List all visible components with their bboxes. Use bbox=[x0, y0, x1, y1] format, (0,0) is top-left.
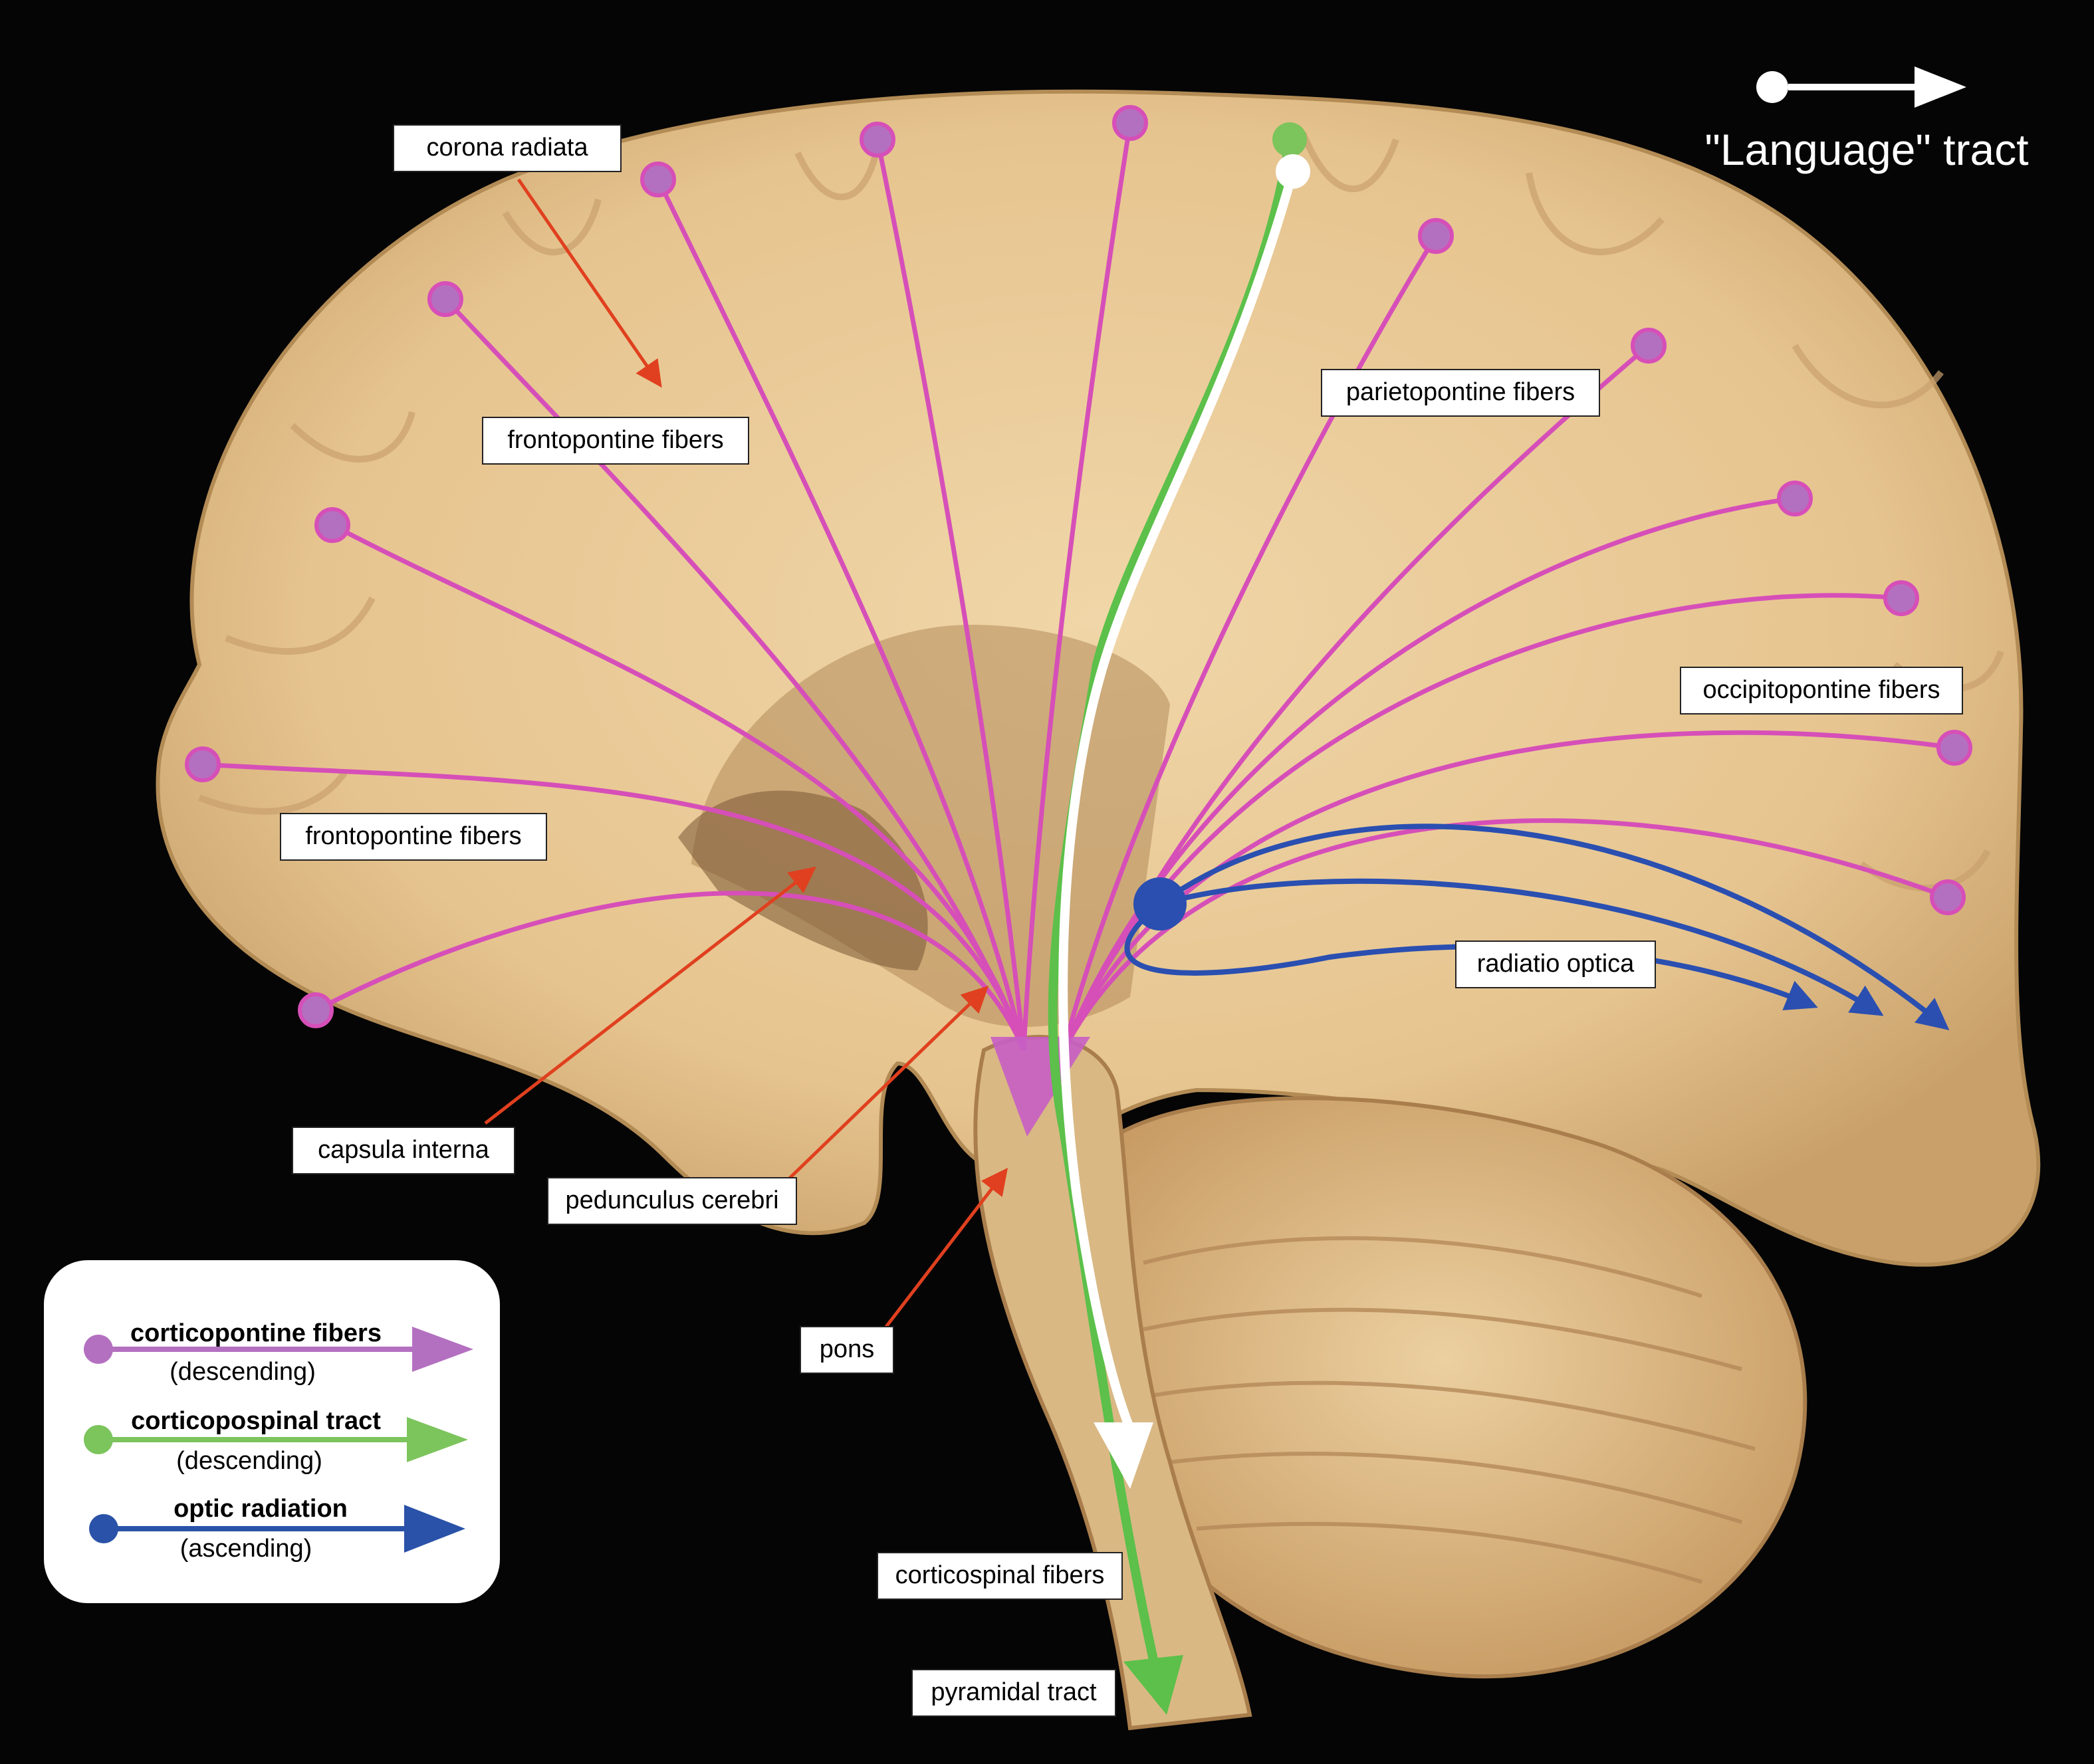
svg-text:(descending): (descending) bbox=[170, 1358, 316, 1386]
pointer-arrows bbox=[484, 178, 1008, 1331]
legend: corticopontine fibers (descending) corti… bbox=[44, 1260, 500, 1603]
optic-radiation-node bbox=[1133, 877, 1187, 931]
svg-text:frontopontine fibers: frontopontine fibers bbox=[507, 426, 723, 454]
label-pyramidal-tract: pyramidal tract bbox=[911, 1669, 1116, 1717]
legend-item-corticospinal: corticopospinal tract (descending) bbox=[84, 1407, 468, 1475]
svg-text:radiatio optica: radiatio optica bbox=[1477, 950, 1635, 978]
label-pedunculus-cerebri: pedunculus cerebri bbox=[547, 1177, 797, 1225]
corticospinal-node bbox=[1272, 122, 1307, 157]
corticospinal-tract bbox=[1048, 139, 1294, 1676]
label-parietopontine: parietopontine fibers bbox=[1321, 369, 1600, 417]
language-arrowhead bbox=[1094, 1422, 1153, 1489]
language-tract-title: "Language" tract bbox=[1704, 125, 2028, 174]
label-capsula-interna: capsula interna bbox=[292, 1127, 515, 1174]
svg-text:corticopospinal tract: corticopospinal tract bbox=[131, 1407, 381, 1435]
label-pons: pons bbox=[800, 1326, 894, 1374]
label-occipitopontine: occipitopontine fibers bbox=[1680, 667, 1963, 715]
legend-item-optic: optic radiation (ascending) bbox=[89, 1495, 465, 1563]
label-frontopontine-lower: frontopontine fibers bbox=[280, 813, 547, 861]
cerebellum-folia bbox=[1143, 1236, 1756, 1584]
svg-text:corona radiata: corona radiata bbox=[427, 134, 589, 162]
label-frontopontine-upper: frontopontine fibers bbox=[482, 417, 749, 465]
label-corticospinal-fibers: corticospinal fibers bbox=[877, 1552, 1123, 1600]
svg-text:optic radiation: optic radiation bbox=[174, 1495, 348, 1523]
svg-text:pyramidal tract: pyramidal tract bbox=[931, 1678, 1097, 1706]
svg-text:parietopontine fibers: parietopontine fibers bbox=[1346, 378, 1575, 406]
corticospinal-arrowhead bbox=[1123, 1655, 1183, 1715]
language-node bbox=[1276, 154, 1310, 189]
language-tract bbox=[1058, 170, 1298, 1431]
language-tract-key: "Language" tract bbox=[1704, 66, 2029, 174]
label-radiatio-optica: radiatio optica bbox=[1455, 940, 1656, 988]
svg-text:pons: pons bbox=[820, 1335, 874, 1363]
label-corona-radiata: corona radiata bbox=[393, 124, 622, 172]
language-key-arrowhead-icon bbox=[1915, 66, 1966, 108]
svg-text:corticospinal fibers: corticospinal fibers bbox=[895, 1561, 1105, 1589]
optic-radiation bbox=[1124, 824, 1950, 1031]
svg-text:occipitopontine fibers: occipitopontine fibers bbox=[1703, 676, 1940, 704]
svg-text:frontopontine fibers: frontopontine fibers bbox=[305, 822, 521, 850]
legend-item-corticopontine: corticopontine fibers (descending) bbox=[84, 1319, 473, 1386]
svg-text:pedunculus cerebri: pedunculus cerebri bbox=[565, 1186, 778, 1214]
svg-text:(descending): (descending) bbox=[176, 1447, 322, 1475]
language-key-node bbox=[1756, 71, 1788, 103]
svg-text:(ascending): (ascending) bbox=[180, 1535, 312, 1563]
svg-text:capsula interna: capsula interna bbox=[318, 1136, 490, 1164]
corticopontine-nodes bbox=[185, 105, 1972, 1028]
svg-text:corticopontine fibers: corticopontine fibers bbox=[130, 1319, 382, 1347]
